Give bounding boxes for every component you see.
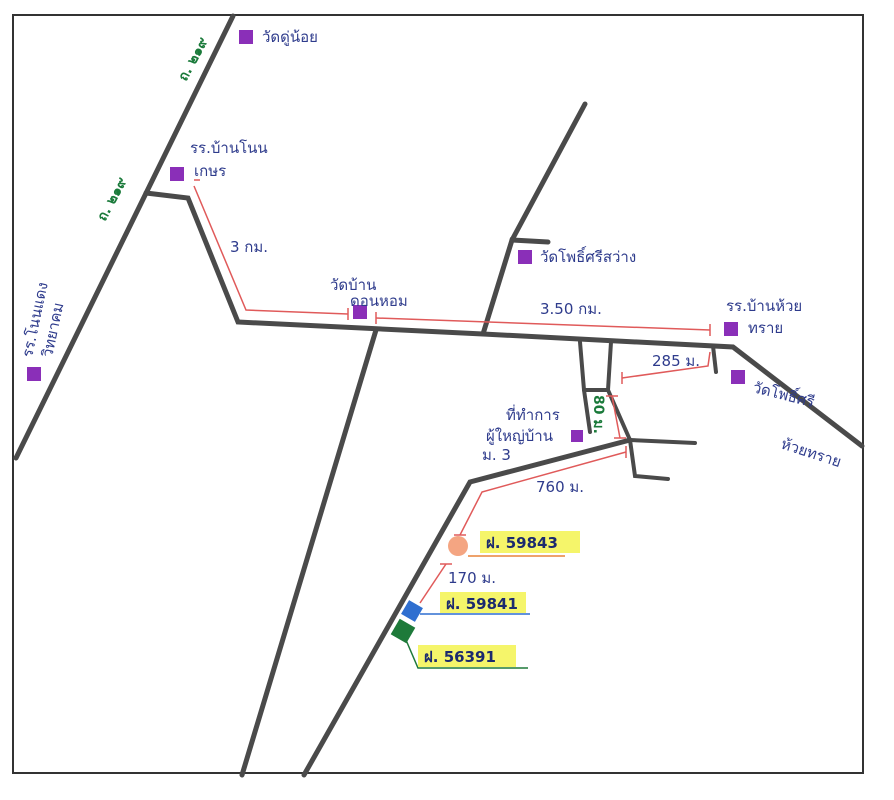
wat-pho-si-sawang-label: วัดโพธิ์ศรีสว่าง: [540, 246, 636, 266]
school-huai-sai-marker: [724, 322, 738, 336]
plot-56391-highlight: [418, 645, 516, 667]
distance-label-80m: 80 ม.: [590, 395, 606, 434]
highway-label-2: ถ. ๒๑๙: [94, 175, 130, 224]
side-road-1: [578, 340, 586, 392]
village-office-marker: [571, 430, 583, 442]
wat-ban-don-marker: [353, 305, 367, 319]
distance-label-285m: 285 ม.: [652, 352, 700, 370]
highway-label-1: ถ. ๒๑๙: [175, 35, 211, 84]
distance-line-80m: [611, 395, 621, 439]
distance-label-170m: 170 ม.: [448, 569, 496, 587]
wat-pho-si-sawang-marker: [518, 250, 532, 264]
wat-ban-don-label-2: ดอนหอม: [350, 292, 408, 310]
wat-du-noi-label: วัดดู่น้อย: [262, 28, 318, 46]
wat-du-noi-marker: [239, 30, 253, 44]
wat-ban-don-label-1: วัดบ้าน: [330, 276, 376, 294]
wat-pho-si-marker: [731, 370, 745, 384]
village-office-label-1: ที่ทำการ: [506, 404, 560, 424]
plot-56391-leader: [405, 639, 528, 669]
school-huai-sai-label-2: ทราย: [748, 319, 783, 337]
wat-pho-si-label-1: วัดโพธิ์ศรี: [751, 376, 817, 411]
road-south-west: [239, 327, 379, 778]
landmark-markers: [27, 30, 745, 442]
school-non-daeng-marker: [27, 367, 41, 381]
road-north: [509, 101, 588, 243]
village-office-label-2: ผู้ใหญ่บ้าน: [486, 427, 553, 445]
plot-59841-marker[interactable]: [401, 600, 423, 622]
side-road-huai-sai: [711, 344, 718, 374]
side-road-2: [605, 340, 632, 442]
village-office-label-3: ม. 3: [482, 446, 511, 464]
plot-59841-highlight: [440, 592, 526, 613]
plot-59843-marker[interactable]: [448, 536, 468, 556]
side-road-east: [628, 438, 697, 445]
school-huai-sai-label-1: รร.บ้านห้วย: [726, 297, 802, 315]
distance-line-170m: [419, 563, 447, 604]
main-road: [143, 190, 865, 449]
plot-56391-label[interactable]: ฝ. 56391: [424, 648, 496, 666]
distance-label-3-5km: 3.50 กม.: [540, 300, 602, 318]
plot-59843-highlight: [480, 531, 580, 553]
distance-label-760m: 760 ม.: [536, 478, 584, 496]
distance-label-3km: 3 กม.: [230, 238, 268, 256]
school-ban-non-label-1: รร.บ้านโนน: [190, 139, 268, 157]
school-ban-non-label-2: เกษร: [194, 162, 226, 180]
wat-pho-si-label-2: ห้วยทราย: [779, 435, 844, 471]
distance-line-285m: [621, 351, 711, 379]
plot-56391-marker[interactable]: [390, 618, 416, 644]
road-network: [13, 13, 865, 778]
side-road-3: [582, 388, 592, 434]
distance-lines: [193, 179, 711, 604]
road-to-wat-pho-si-sawang: [480, 237, 551, 337]
plot-59841-label[interactable]: ฝ. 59841: [446, 595, 518, 613]
side-road-south: [628, 438, 670, 481]
distance-line-3-5km: [375, 317, 711, 331]
road-to-plots: [301, 437, 633, 778]
distance-line-3km: [193, 185, 349, 315]
plot-59843-label[interactable]: ฝ. 59843: [486, 534, 558, 552]
distance-line-760m: [459, 451, 627, 536]
school-ban-non-marker: [170, 167, 184, 181]
highway-219-road: [13, 13, 236, 461]
